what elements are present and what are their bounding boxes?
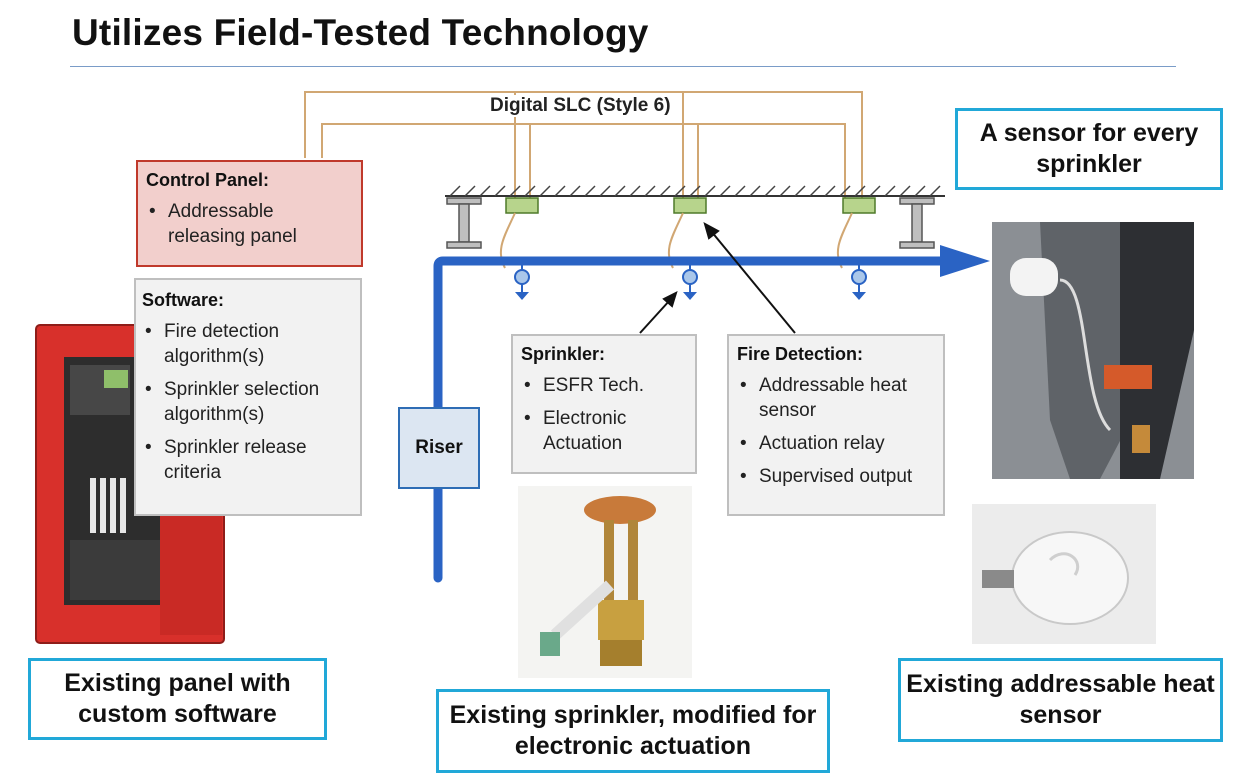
i-beam-left bbox=[446, 197, 482, 249]
control-panel-heading: Control Panel: bbox=[146, 170, 270, 190]
fire-detection-box: Fire Detection: Addressable heat sensor … bbox=[727, 334, 945, 516]
fire-detection-item: Actuation relay bbox=[740, 431, 935, 456]
callout-existing-panel: Existing panel with custom software bbox=[28, 658, 327, 740]
callout-existing-sprinkler: Existing sprinkler, modified for electro… bbox=[436, 689, 830, 773]
control-panel-item: Addressable releasing panel bbox=[149, 199, 353, 249]
title-divider bbox=[70, 66, 1176, 67]
sprinkler-heading: Sprinkler: bbox=[521, 344, 606, 364]
ceiling-hatch bbox=[449, 185, 941, 197]
sprinkler-heads bbox=[514, 265, 867, 294]
pointer-arrows bbox=[639, 221, 796, 334]
callout-sensor-every-sprinkler: A sensor for every sprinkler bbox=[955, 108, 1223, 190]
sensor-sprinkler-photo bbox=[992, 222, 1194, 479]
sprinkler-spray bbox=[515, 292, 866, 300]
pipe-arrow bbox=[940, 245, 990, 277]
i-beam-right bbox=[899, 197, 935, 249]
callout-existing-sensor: Existing addressable heat sensor bbox=[898, 658, 1223, 742]
fire-detection-heading: Fire Detection: bbox=[737, 344, 864, 364]
software-item: Sprinkler release criteria bbox=[145, 435, 354, 485]
page-title: Utilizes Field-Tested Technology bbox=[72, 12, 649, 53]
software-item: Sprinkler selection algorithm(s) bbox=[145, 377, 354, 427]
software-heading: Software: bbox=[142, 290, 225, 310]
heat-sensor-photo bbox=[972, 504, 1156, 644]
fire-detection-item: Addressable heat sensor bbox=[740, 373, 935, 423]
riser-box: Riser bbox=[398, 407, 480, 489]
sprinkler-box: Sprinkler: ESFR Tech. Electronic Actuati… bbox=[511, 334, 697, 474]
sprinkler-photo bbox=[518, 486, 692, 678]
water-pipe bbox=[433, 256, 950, 583]
slc-label: Digital SLC (Style 6) bbox=[488, 95, 673, 117]
software-item: Fire detection algorithm(s) bbox=[145, 319, 354, 369]
heat-sensors bbox=[505, 197, 876, 214]
software-box: Software: Fire detection algorithm(s) Sp… bbox=[134, 278, 362, 516]
fire-detection-item: Supervised output bbox=[740, 464, 935, 489]
control-panel-box: Control Panel: Addressable releasing pan… bbox=[136, 160, 363, 267]
sprinkler-item: Electronic Actuation bbox=[524, 406, 687, 456]
sprinkler-item: ESFR Tech. bbox=[524, 373, 687, 398]
